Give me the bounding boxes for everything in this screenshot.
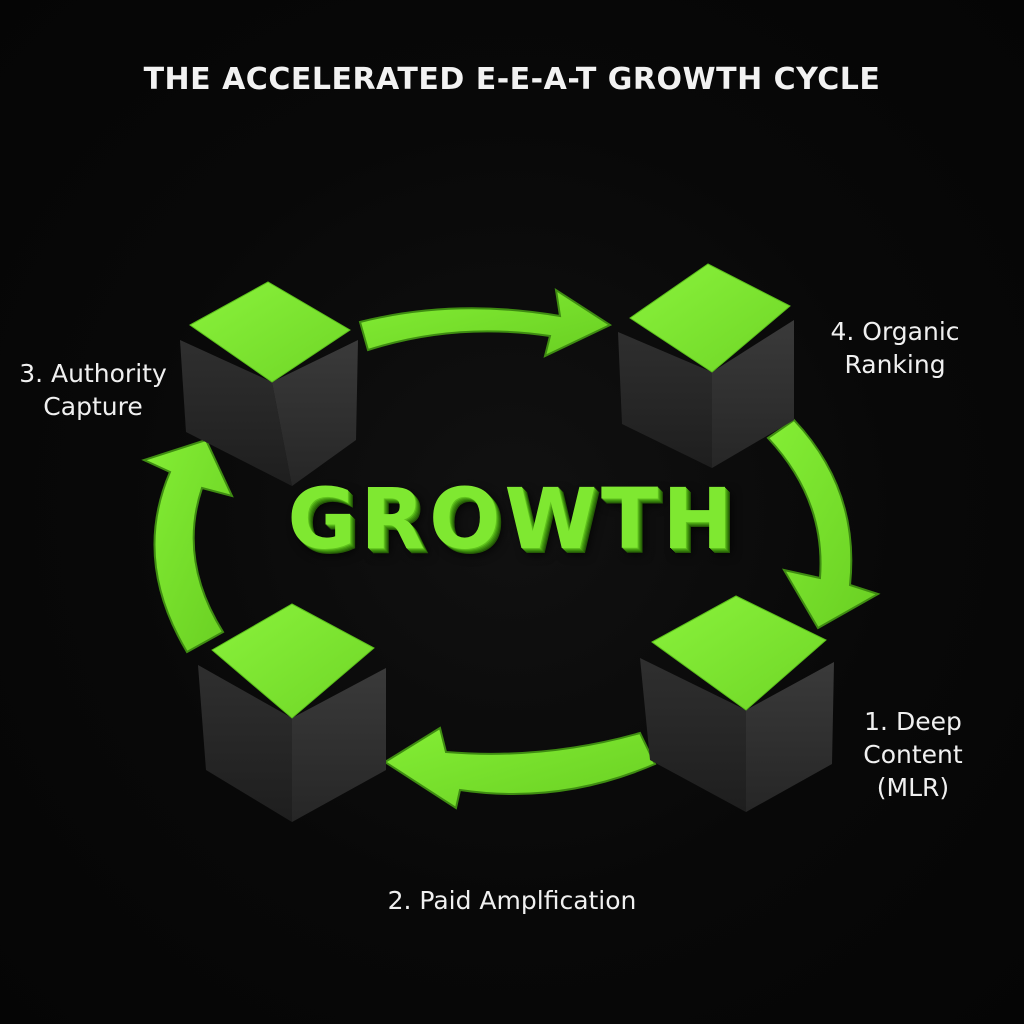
stage-label-line: 4. Organic	[805, 315, 985, 348]
stage-label-organic-ranking: 4. Organic Ranking	[805, 315, 985, 381]
stage-label-line: (MLR)	[838, 771, 988, 804]
curved-arrow-right-icon	[360, 290, 610, 356]
curved-arrow-left-icon	[385, 728, 655, 808]
stage-label-deep-content: 1. Deep Content (MLR)	[838, 705, 988, 804]
stage-label-line: 1. Deep	[838, 705, 988, 738]
green-cube-icon	[198, 604, 386, 822]
stage-label-line: Ranking	[805, 348, 985, 381]
stage-label-paid-amplification: 2. Paid Amplfication	[352, 884, 672, 917]
stage-label-line: Capture	[8, 390, 178, 423]
stage-label-line: 3. Authority	[8, 357, 178, 390]
green-cube-icon	[640, 596, 834, 812]
stage-label-line: Content	[838, 738, 988, 771]
center-growth-text: GROWTH	[0, 470, 1024, 568]
stage-label-authority-capture: 3. Authority Capture	[8, 357, 178, 423]
stage-label-line: 2. Paid Amplfication	[352, 884, 672, 917]
